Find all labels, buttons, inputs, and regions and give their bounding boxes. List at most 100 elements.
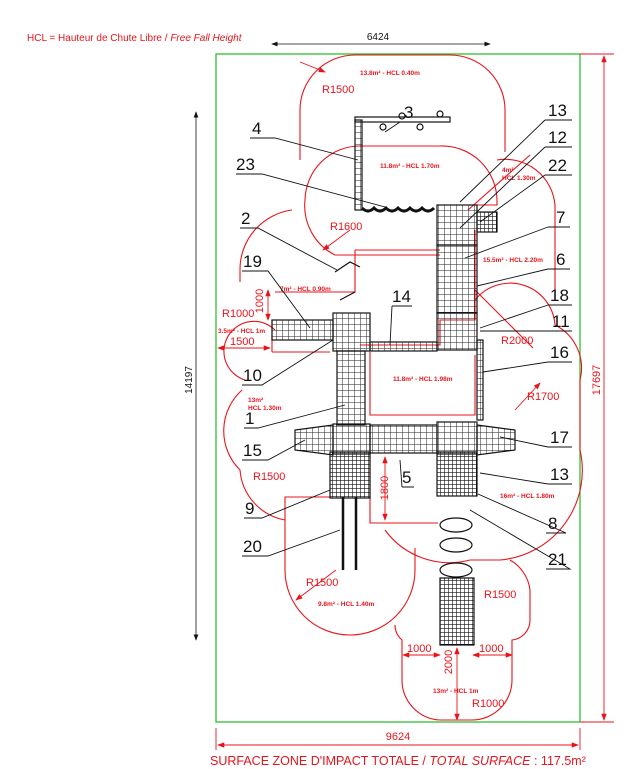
callout-18: 18 bbox=[479, 286, 572, 329]
dimension-top: 6424 bbox=[271, 32, 491, 47]
svg-text:19: 19 bbox=[243, 252, 262, 271]
inner-dimensions: R1500 R1600 R1000 1000 1500 R2000 R1700 … bbox=[217, 61, 559, 721]
callout-7: 7 bbox=[464, 208, 570, 259]
callout-21: 21 bbox=[469, 509, 572, 570]
callout-2: 2 bbox=[240, 209, 338, 271]
callout-8: 8 bbox=[477, 493, 567, 534]
climbing-net-7 bbox=[436, 244, 478, 314]
svg-text:23: 23 bbox=[236, 155, 255, 174]
svg-text:14197: 14197 bbox=[184, 366, 195, 394]
callout-13-bottom: 13 bbox=[479, 465, 572, 485]
basket-8 bbox=[436, 451, 478, 497]
site-boundary bbox=[215, 53, 581, 723]
svg-text:1000: 1000 bbox=[254, 289, 266, 313]
svg-text:12: 12 bbox=[548, 128, 567, 147]
svg-text:11.8m² - HCL 1.98m: 11.8m² - HCL 1.98m bbox=[393, 376, 453, 383]
svg-text:3: 3 bbox=[404, 103, 413, 122]
tower-11 bbox=[436, 312, 478, 351]
dimension-bottom: 9624 bbox=[215, 728, 581, 750]
callout-10: 10 bbox=[242, 339, 334, 386]
dimension-right: 17697 bbox=[580, 53, 614, 723]
callout-1: 1 bbox=[244, 404, 346, 429]
svg-text:6424: 6424 bbox=[367, 32, 390, 43]
svg-text:2000: 2000 bbox=[443, 650, 455, 674]
svg-text:1800: 1800 bbox=[379, 476, 391, 500]
callout-12: 12 bbox=[459, 128, 572, 229]
svg-text:7m² - HCL 0.90m: 7m² - HCL 0.90m bbox=[280, 286, 331, 293]
svg-text:9624: 9624 bbox=[386, 731, 410, 743]
zone-labels: 13.8m² - HCL 0.40m 11.8m² - HCL 1.70m 4m… bbox=[218, 70, 555, 695]
panel-22 bbox=[476, 211, 498, 233]
ladder-1 bbox=[336, 350, 366, 426]
svg-text:4: 4 bbox=[252, 119, 261, 138]
svg-text:R1600: R1600 bbox=[330, 221, 362, 233]
svg-text:9.8m² - HCL 1.40m: 9.8m² - HCL 1.40m bbox=[318, 601, 374, 608]
svg-text:14: 14 bbox=[392, 287, 411, 306]
slide-19 bbox=[271, 319, 334, 341]
svg-text:16: 16 bbox=[550, 343, 569, 362]
svg-text:13: 13 bbox=[548, 101, 567, 120]
svg-text:22: 22 bbox=[548, 156, 567, 175]
tower-17 bbox=[436, 421, 478, 455]
svg-text:13m²: 13m² bbox=[248, 397, 264, 404]
svg-text:1: 1 bbox=[245, 409, 254, 428]
svg-text:15: 15 bbox=[243, 441, 262, 460]
tower-top bbox=[436, 204, 478, 246]
svg-text:11: 11 bbox=[552, 312, 570, 331]
svg-text:R1700: R1700 bbox=[527, 391, 559, 403]
callout-22: 22 bbox=[479, 156, 572, 223]
svg-text:8: 8 bbox=[548, 514, 557, 533]
bridge-14 bbox=[369, 341, 438, 352]
svg-text:1000: 1000 bbox=[479, 643, 503, 655]
callout-6: 6 bbox=[476, 250, 570, 287]
ladder-16 bbox=[476, 339, 484, 421]
svg-text:10: 10 bbox=[243, 366, 262, 385]
dimension-left: 14197 bbox=[184, 111, 199, 641]
svg-text:R1000: R1000 bbox=[222, 308, 254, 320]
callout-15: 15 bbox=[242, 439, 306, 461]
callout-13-top: 13 bbox=[459, 101, 572, 203]
svg-text:5: 5 bbox=[402, 468, 411, 487]
svg-text:R1500: R1500 bbox=[484, 589, 516, 601]
callout-23: 23 bbox=[236, 155, 386, 208]
svg-text:21: 21 bbox=[548, 550, 567, 569]
svg-text:R1000: R1000 bbox=[472, 698, 504, 710]
callout-11: 11 bbox=[480, 312, 572, 332]
callout-9: 9 bbox=[244, 489, 331, 519]
svg-text:R1500: R1500 bbox=[253, 471, 285, 483]
title: HCL = Hauteur de Chute Libre / Free Fall… bbox=[27, 33, 243, 44]
callout-5: 5 bbox=[399, 459, 414, 488]
basket-9 bbox=[329, 451, 371, 499]
svg-text:16m² - HCL 1.80m: 16m² - HCL 1.80m bbox=[500, 493, 555, 500]
svg-text:2: 2 bbox=[241, 209, 250, 228]
svg-text:HCL 1.30m: HCL 1.30m bbox=[502, 175, 536, 182]
svg-text:13m² - HCL 1m: 13m² - HCL 1m bbox=[433, 688, 479, 695]
tower-15 bbox=[332, 423, 371, 455]
net-15 bbox=[294, 424, 334, 456]
svg-text:R1500: R1500 bbox=[306, 577, 338, 589]
callout-4: 4 bbox=[250, 119, 359, 161]
ring-21 bbox=[439, 517, 473, 533]
svg-text:4m²: 4m² bbox=[502, 167, 514, 174]
play-equipment bbox=[271, 110, 516, 646]
svg-text:18: 18 bbox=[550, 286, 569, 305]
total-surface: SURFACE ZONE D'IMPACT TOTALE / TOTAL SUR… bbox=[210, 754, 586, 768]
rope-traverse bbox=[360, 205, 436, 213]
svg-text:13.8m² - HCL 0.40m: 13.8m² - HCL 0.40m bbox=[360, 70, 420, 77]
callout-20: 20 bbox=[242, 529, 341, 557]
impact-zones bbox=[223, 54, 583, 721]
net-17 bbox=[476, 424, 516, 456]
callout-17: 17 bbox=[499, 428, 572, 448]
svg-text:11.8m² - HCL 1.70m: 11.8m² - HCL 1.70m bbox=[380, 163, 440, 170]
svg-text:R2000: R2000 bbox=[501, 335, 533, 347]
svg-text:20: 20 bbox=[243, 537, 262, 556]
callout-16: 16 bbox=[482, 343, 572, 373]
svg-text:9: 9 bbox=[245, 499, 254, 518]
svg-text:R1500: R1500 bbox=[322, 84, 354, 96]
callout-3: 3 bbox=[384, 103, 418, 133]
callout-14: 14 bbox=[389, 287, 412, 346]
handles-2 bbox=[334, 261, 361, 301]
svg-text:1500: 1500 bbox=[230, 336, 254, 348]
tower-10 bbox=[332, 312, 371, 352]
